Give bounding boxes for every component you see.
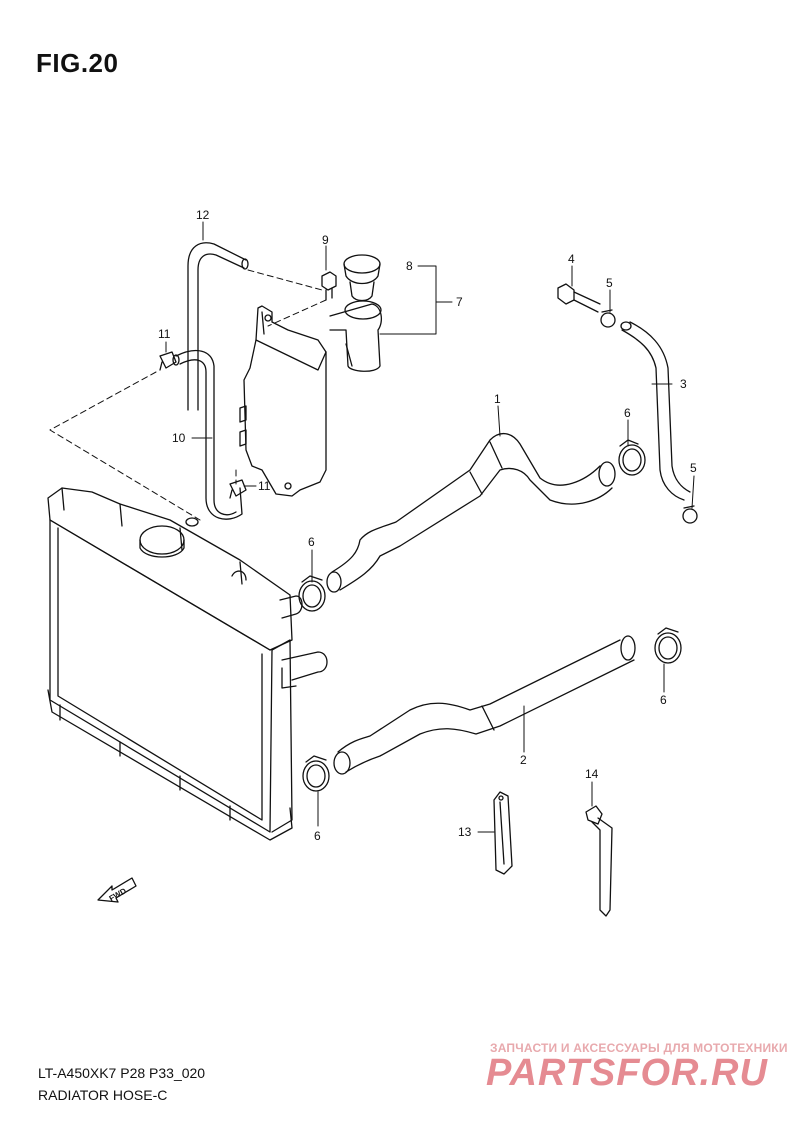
callout-11-upper: 11 (158, 327, 171, 341)
callout-10: 10 (172, 431, 186, 445)
leader-lines (165, 221, 695, 833)
clamp-6-a (618, 439, 646, 476)
callout-13: 13 (458, 825, 472, 839)
callout-5-lower: 5 (690, 461, 697, 475)
fwd-arrow-icon (97, 877, 137, 903)
clamp-5-upper (600, 309, 616, 328)
callout-6-d: 6 (314, 829, 321, 843)
clip-11-upper (159, 351, 177, 371)
callout-6-a: 6 (624, 406, 631, 420)
callout-12: 12 (196, 208, 210, 222)
clip-11-lower (229, 479, 247, 499)
clamp-5-lower (682, 505, 698, 524)
callout-2: 2 (520, 753, 527, 767)
overflow-hose-12 (187, 242, 249, 411)
bolt-4 (557, 283, 601, 313)
reservoir-tank (239, 300, 383, 497)
callout-1: 1 (494, 392, 501, 406)
callout-5-upper: 5 (606, 276, 613, 290)
reservoir-cap (343, 254, 381, 302)
figure-code: LT-A450XK7 P28 P33_020 (38, 1065, 206, 1081)
callout-8: 8 (406, 259, 413, 273)
callout-labels: 12 9 8 7 4 5 11 3 1 6 10 11 5 6 6 2 14 1… (108, 208, 697, 903)
figure-name: RADIATOR HOSE-C (38, 1087, 168, 1103)
breather-hose-10 (172, 349, 243, 520)
clamp-6-d (302, 755, 330, 792)
radiator-hose-1 (326, 433, 616, 593)
callout-3: 3 (680, 377, 687, 391)
callout-7: 7 (456, 295, 463, 309)
assembly-lines (49, 269, 327, 521)
watermark-brand: PARTSFOR.RU (486, 1052, 768, 1094)
watermark-tagline: ЗАПЧАСТИ И АКСЕССУАРЫ ДЛЯ МОТОТЕХНИКИ (490, 1041, 788, 1055)
bracket-13 (493, 791, 513, 875)
bolt-9 (321, 271, 337, 301)
clamp-6-c (654, 627, 682, 664)
cable-tie-14 (585, 805, 613, 917)
callout-11-lower: 11 (258, 479, 271, 493)
callout-6-b: 6 (308, 535, 315, 549)
callout-9: 9 (322, 233, 329, 247)
callout-14: 14 (585, 767, 599, 781)
radiator-hose-2 (333, 635, 636, 775)
callout-6-c: 6 (660, 693, 667, 707)
callout-4: 4 (568, 252, 575, 266)
radiator (47, 487, 328, 841)
figure-title: FIG.20 (36, 48, 119, 78)
hose-3 (620, 321, 691, 501)
